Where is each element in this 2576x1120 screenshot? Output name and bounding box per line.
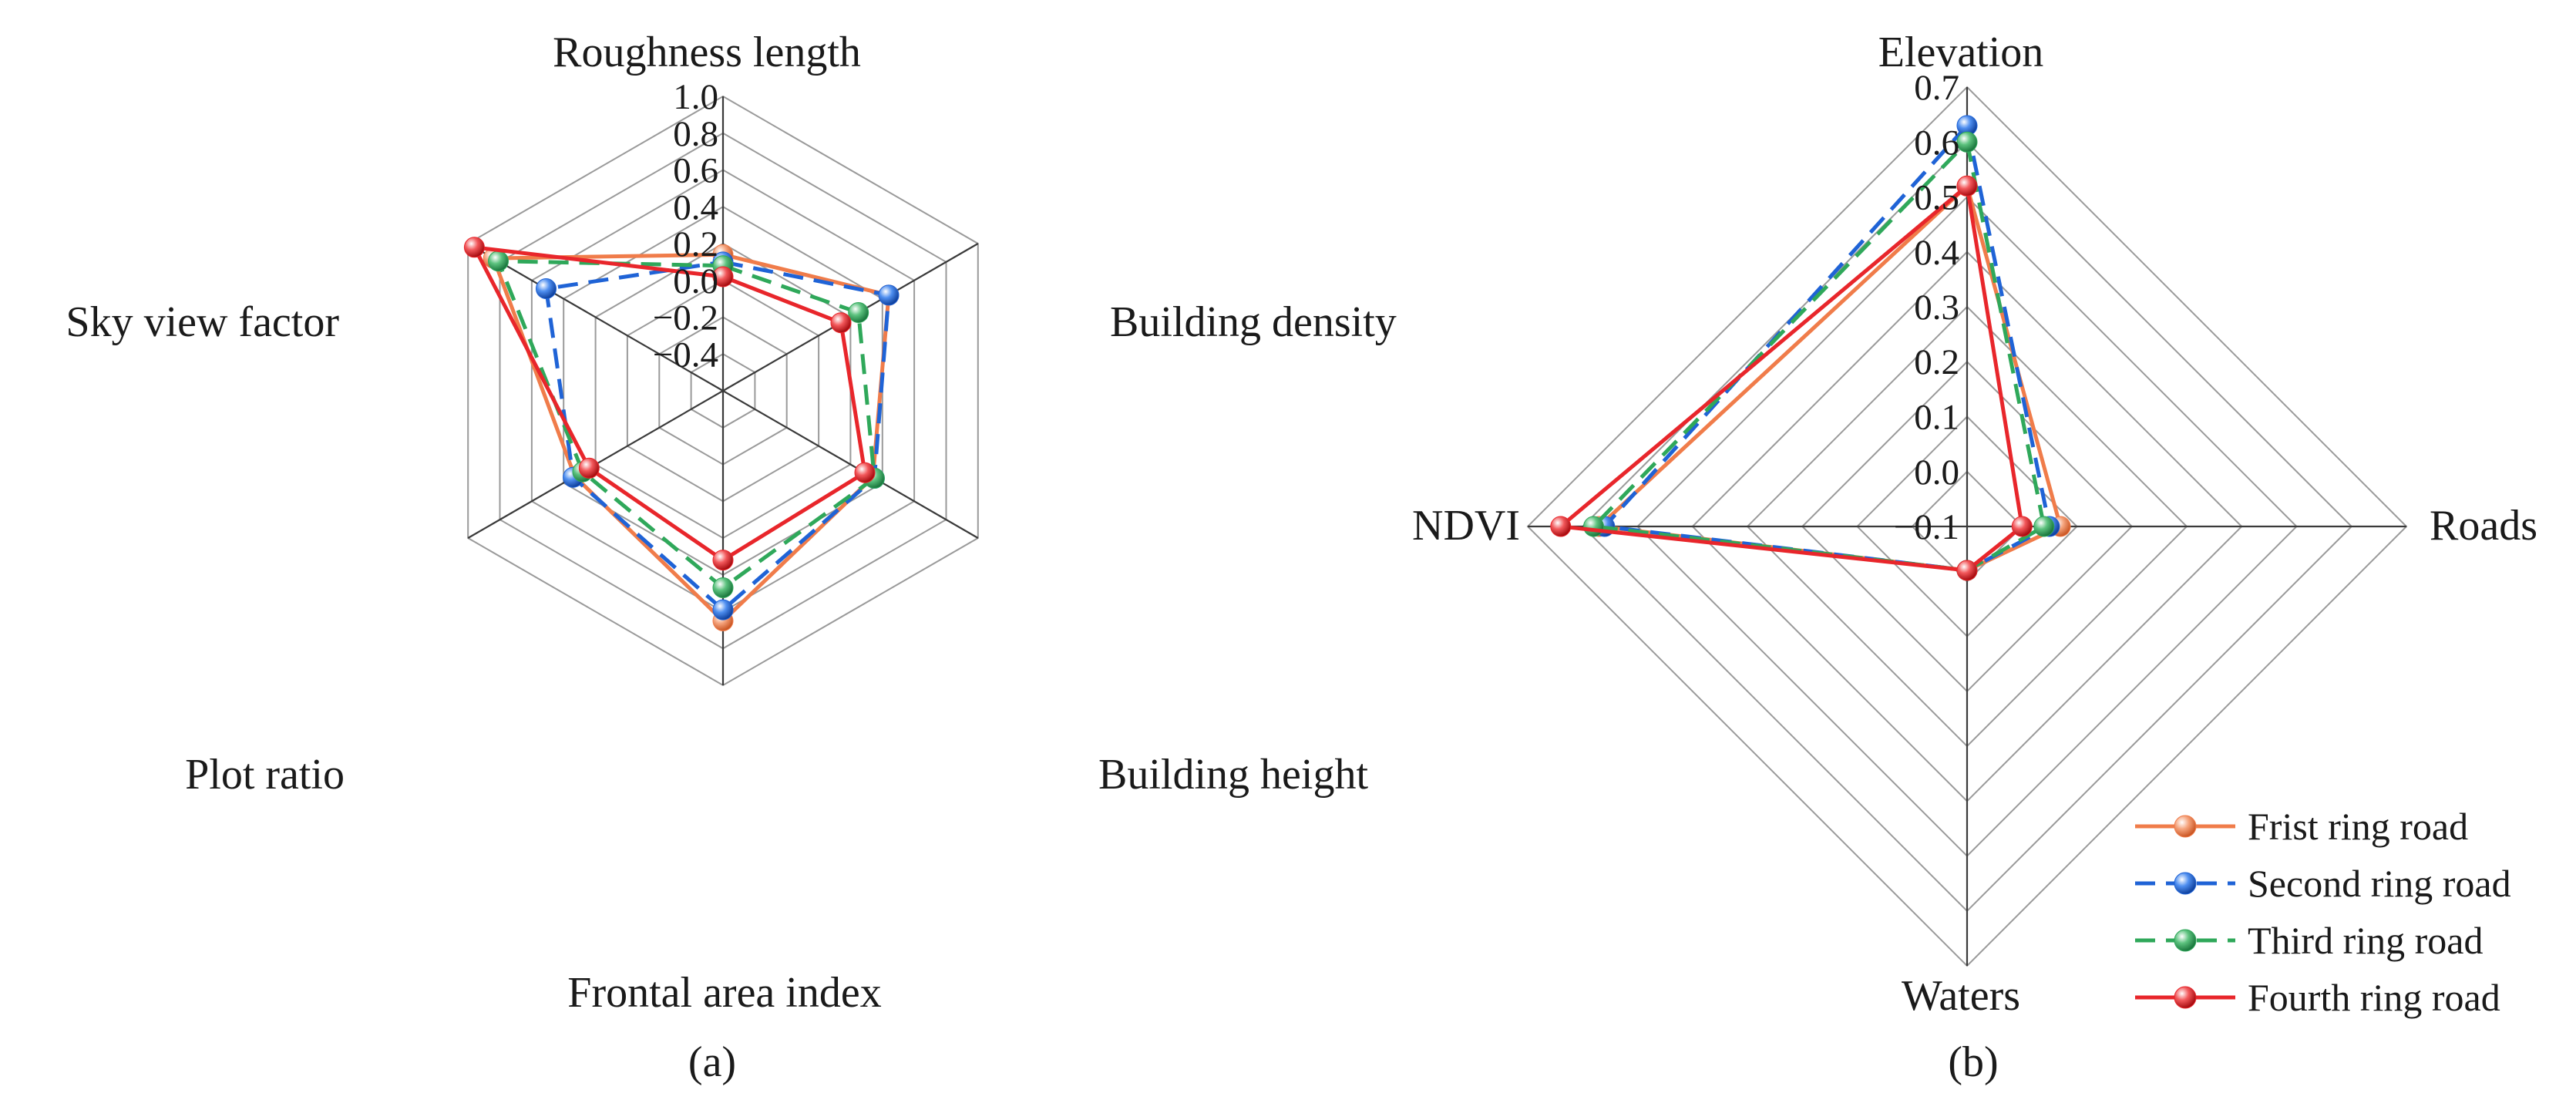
data-point xyxy=(578,457,600,479)
legend-label: Second ring road xyxy=(2248,862,2511,905)
data-point xyxy=(854,462,876,483)
tick-label: −0.2 xyxy=(653,298,718,338)
tick-label: 0.4 xyxy=(673,187,718,227)
radar-a-tick-labels: 1.0 0.8 0.6 0.4 0.2 0.0 −0.2 −0.4 xyxy=(653,77,718,375)
data-point xyxy=(536,278,557,299)
tick-label: 0.0 xyxy=(673,261,718,301)
radar-b-series xyxy=(1550,115,2071,581)
data-point xyxy=(712,599,734,621)
axis-label-sky-view-factor: Sky view factor xyxy=(66,298,339,346)
data-point xyxy=(488,251,509,272)
data-point xyxy=(830,312,852,334)
legend-item-fourth-ring-road: Fourth ring road xyxy=(2135,976,2500,1019)
legend-marker xyxy=(2174,815,2197,838)
data-point xyxy=(2011,516,2033,537)
radar-chart-b: 0.7 0.6 0.5 0.4 0.3 0.2 0.1 0.0 −0.1 Ele… xyxy=(1412,29,2537,1086)
axis-label-elevation: Elevation xyxy=(1878,29,2044,76)
legend-label: Third ring road xyxy=(2248,919,2483,962)
axis-spoke xyxy=(722,390,979,539)
tick-label: 0.4 xyxy=(1914,233,1959,273)
axis-label-ndvi: NDVI xyxy=(1412,502,1520,550)
data-point xyxy=(1956,175,1978,197)
tick-label: −0.1 xyxy=(1894,507,1959,547)
tick-label: 0.3 xyxy=(1914,288,1959,328)
data-point xyxy=(712,266,734,288)
data-point xyxy=(1550,516,1572,537)
tick-label: 0.1 xyxy=(1914,398,1959,438)
legend-item-first-ring-road: Frist ring road xyxy=(2135,805,2468,848)
legend-item-second-ring-road: Second ring road xyxy=(2135,862,2511,905)
legend-item-third-ring-road: Third ring road xyxy=(2135,919,2483,962)
radar-b-axis-labels: Elevation Roads Waters NDVI xyxy=(1412,29,2537,1020)
legend-label: Frist ring road xyxy=(2248,805,2468,848)
subplot-label-b: (b) xyxy=(1948,1038,1998,1086)
series-line xyxy=(1602,123,2052,573)
radar-b-tick-labels: 0.7 0.6 0.5 0.4 0.3 0.2 0.1 0.0 −0.1 xyxy=(1894,68,1959,547)
axis-label-building-height: Building height xyxy=(1098,751,1368,799)
radar-chart-a: 1.0 0.8 0.6 0.4 0.2 0.0 −0.2 −0.4 Roughn… xyxy=(66,29,1396,1086)
tick-label: 0.2 xyxy=(1914,342,1959,382)
tick-label: −0.4 xyxy=(653,335,718,375)
series-line xyxy=(472,245,867,563)
series-line xyxy=(1597,183,2063,573)
tick-label: 1.0 xyxy=(673,77,718,117)
data-point xyxy=(878,284,900,306)
data-point xyxy=(712,550,734,571)
tick-label: 0.7 xyxy=(1914,68,1959,108)
tick-label: 0.5 xyxy=(1914,178,1959,218)
legend-marker xyxy=(2174,872,2197,895)
data-point xyxy=(1956,131,1978,153)
axis-label-plot-ratio: Plot ratio xyxy=(185,751,345,799)
data-point xyxy=(848,302,869,323)
tick-label: 0.8 xyxy=(673,114,718,154)
legend: Frist ring road Second ring road Third r… xyxy=(2135,805,2511,1019)
axis-label-roughness-length: Roughness length xyxy=(553,29,861,76)
data-point xyxy=(1583,516,1604,537)
radar-a-series xyxy=(463,237,900,631)
data-point xyxy=(2033,516,2055,537)
axis-label-frontal-area-index: Frontal area index xyxy=(567,969,881,1017)
axis-label-building-density: Building density xyxy=(1110,298,1397,346)
legend-marker xyxy=(2174,986,2197,1009)
data-point xyxy=(1956,560,1978,581)
tick-label: 0.6 xyxy=(673,151,718,191)
axis-label-waters: Waters xyxy=(1902,972,2020,1020)
legend-marker xyxy=(2174,929,2197,952)
subplot-label-a: (a) xyxy=(688,1038,736,1086)
legend-label: Fourth ring road xyxy=(2248,976,2500,1019)
axis-label-roads: Roads xyxy=(2430,502,2537,550)
data-point xyxy=(463,237,485,258)
tick-label: 0.2 xyxy=(673,224,718,264)
radar-a-axis-labels: Roughness length Building density Buildi… xyxy=(66,29,1396,1017)
tick-label: 0.6 xyxy=(1914,123,1959,163)
axis-spoke xyxy=(467,243,724,392)
data-point xyxy=(712,577,734,598)
tick-label: 0.0 xyxy=(1914,452,1959,493)
